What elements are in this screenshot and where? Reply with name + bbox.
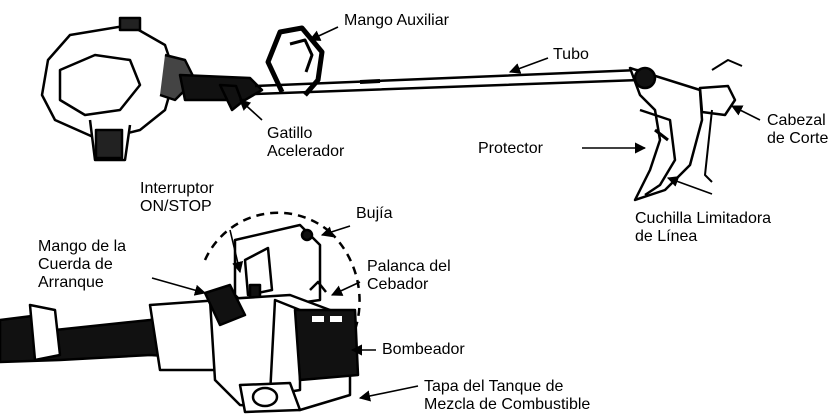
primer-bulb: [293, 308, 360, 382]
label-protector: Protector: [478, 140, 543, 157]
shaft-tube: [254, 68, 641, 96]
label-cabezal-line1: Cabezal: [767, 112, 826, 129]
label-mango-cuerda-line1: Mango de la: [38, 238, 127, 255]
label-cuchilla-line1: Cuchilla Limitadora: [635, 210, 772, 227]
label-palanca-cebador: Palanca del Cebador: [367, 258, 451, 294]
label-palanca-line1: Palanca del: [367, 258, 451, 275]
label-palanca-line2: Cebador: [367, 276, 429, 293]
label-interruptor-line1: Interruptor: [140, 180, 214, 197]
label-interruptor-line2: ON/STOP: [140, 198, 212, 215]
label-mango-cuerda-line2: Cuerda de: [38, 256, 113, 273]
label-tubo: Tubo: [553, 46, 589, 63]
label-mango-cuerda: Mango de la Cuerda de Arranque: [38, 238, 126, 292]
label-tapa-tanque: Tapa del Tanque de Mezcla de Combustible: [424, 378, 590, 414]
label-bujia: Bujía: [356, 205, 393, 222]
trimmer-illustration: [40, 16, 743, 202]
label-mango-cuerda-line3: Arranque: [38, 274, 104, 291]
aux-handle: [265, 25, 325, 97]
leader-arrows: [151, 26, 761, 402]
cutting-head: [698, 84, 737, 117]
engine-closeup-illustration: [0, 211, 361, 414]
label-tapa-line2: Mezcla de Combustible: [424, 396, 591, 413]
starter-grip: [203, 283, 247, 327]
label-gatillo-line1: Gatillo: [267, 125, 313, 142]
label-cuchilla-limitadora: Cuchilla Limitadora de Línea: [635, 210, 771, 246]
label-cabezal-de-corte: Cabezal de Corte: [767, 112, 828, 148]
label-gatillo-acelerador: Gatillo Acelerador: [267, 125, 344, 161]
label-cuchilla-line2: de Línea: [635, 228, 698, 245]
label-interruptor: Interruptor ON/STOP: [140, 180, 214, 216]
label-gatillo-line2: Acelerador: [267, 143, 345, 160]
label-tapa-line1: Tapa del Tanque de: [424, 378, 564, 395]
label-cabezal-line2: de Corte: [767, 130, 829, 147]
label-mango-auxiliar: Mango Auxiliar: [344, 12, 449, 29]
label-bombeador: Bombeador: [382, 341, 465, 358]
